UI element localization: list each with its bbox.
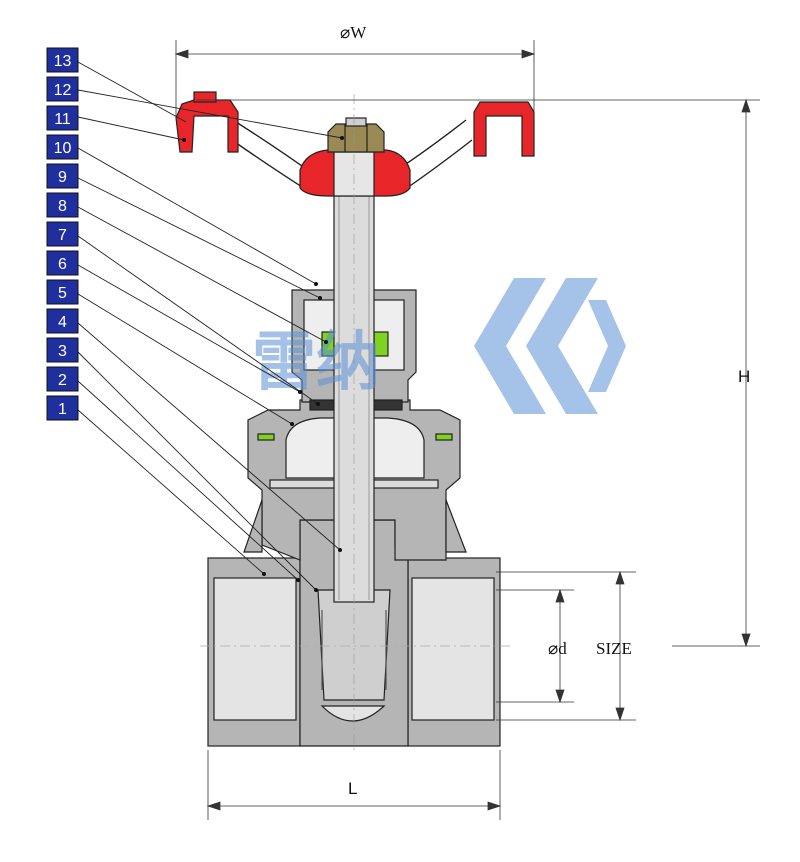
- leader-lines: [77, 61, 343, 591]
- part-label-6: 6: [46, 250, 79, 276]
- right-port-bore: [411, 577, 495, 721]
- handwheel-spoke-left-2: [231, 139, 311, 193]
- handwheel-rim-left: [175, 99, 239, 153]
- part-label-2-text: 2: [58, 372, 67, 389]
- left-port-bore: [213, 577, 297, 721]
- part-label-5-text: 5: [58, 285, 67, 302]
- part-label-12: 12: [46, 76, 79, 102]
- valve-drawing: [175, 91, 535, 750]
- part-label-6-text: 6: [58, 256, 67, 273]
- dimension-lines: [174, 40, 760, 820]
- part-label-1-text: 1: [58, 401, 67, 418]
- part-label-4: 4: [46, 308, 79, 334]
- part-label-10-text: 10: [54, 140, 72, 157]
- stem-nut: [327, 123, 385, 153]
- dim-l-label: L: [348, 779, 357, 798]
- watermark-text: 雷纳: [252, 326, 380, 400]
- gate-bottom: [320, 705, 386, 722]
- part-label-10: 10: [46, 134, 79, 160]
- part-label-13: 13: [46, 47, 79, 73]
- watermark: 雷纳: [252, 278, 626, 414]
- bonnet-seal-left: [257, 433, 275, 441]
- dim-d-label: ⌀d: [548, 639, 567, 658]
- dim-w-label: ⌀W: [340, 23, 367, 42]
- part-label-8: 8: [46, 192, 79, 218]
- leader-dots: [182, 136, 344, 592]
- part-label-1: 1: [46, 395, 79, 421]
- handwheel-tab: [193, 91, 217, 103]
- part-label-12-text: 12: [54, 82, 72, 99]
- part-label-3-text: 3: [58, 343, 67, 360]
- part-label-3: 3: [46, 337, 79, 363]
- bonnet-fin-right: [445, 499, 467, 553]
- dim-h-label: H: [738, 367, 750, 386]
- handwheel-spoke-right-2: [403, 139, 473, 191]
- part-label-9-text: 9: [58, 169, 67, 186]
- part-label-13-text: 13: [54, 53, 72, 70]
- part-label-7-text: 7: [58, 227, 67, 244]
- part-label-5: 5: [46, 279, 79, 305]
- stem-tip: [345, 117, 367, 127]
- part-labels: 13 12 11 10 9 8 7 6: [46, 47, 79, 421]
- bonnet-fin-left: [243, 499, 263, 553]
- part-label-7: 7: [46, 221, 79, 247]
- part-label-4-text: 4: [58, 314, 67, 331]
- part-label-9: 9: [46, 163, 79, 189]
- part-label-8-text: 8: [58, 198, 67, 215]
- dim-size-label: SIZE: [596, 639, 632, 658]
- handwheel-rim-right: [473, 101, 535, 157]
- watermark-logo: [474, 278, 626, 414]
- part-label-11: 11: [46, 105, 79, 131]
- handwheel-spoke-right: [399, 119, 467, 169]
- bonnet-seal-right: [435, 433, 453, 441]
- part-label-11-text: 11: [54, 111, 71, 128]
- part-label-2: 2: [46, 366, 79, 392]
